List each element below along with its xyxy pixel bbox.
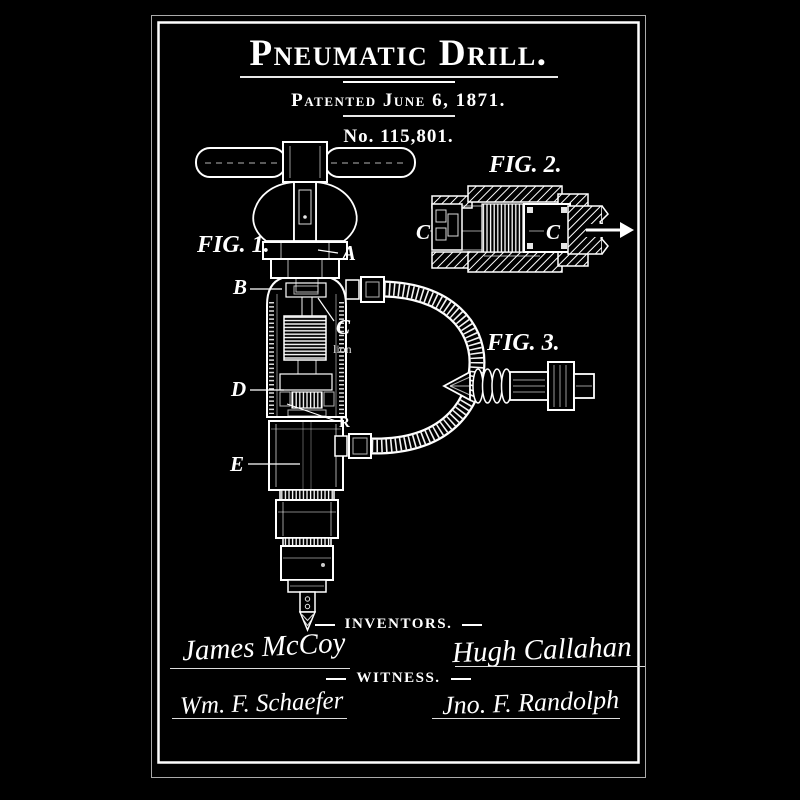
- fig1-part-e: E: [229, 452, 244, 476]
- dash-line: [462, 624, 482, 626]
- fig1-part-r: R: [339, 415, 350, 431]
- fig1-part-a: A: [340, 241, 356, 265]
- page-title: Pneumatic Drill.: [158, 34, 639, 74]
- signature-witness-1: Wm. F. Schaefer: [180, 687, 344, 721]
- direction-arrow: [586, 222, 634, 238]
- title-rule-short: [343, 81, 455, 84]
- fig1-part-c: C: [336, 315, 351, 339]
- fig1-label: FIG. 1.: [196, 232, 270, 258]
- signature-line: [172, 718, 347, 719]
- air-hose: [371, 289, 477, 446]
- feed-nut: [263, 242, 347, 278]
- dash-line: [326, 678, 346, 680]
- inventors-heading-row: INVENTORS.: [158, 616, 639, 633]
- fig1-partial-text: lion: [333, 342, 352, 356]
- signature-line: [455, 666, 645, 667]
- dash-line: [315, 624, 335, 626]
- fig2-label: FIG. 2.: [488, 152, 562, 178]
- figure-2-section-drawing: [430, 186, 634, 272]
- fig2-spring: [482, 204, 524, 252]
- fig1-part-d: D: [230, 377, 246, 401]
- title-rule-long: [240, 76, 558, 78]
- witness-heading: WITNESS.: [356, 670, 440, 687]
- patented-date: Patented June 6, 1871.: [158, 90, 639, 112]
- witness-heading-row: WITNESS.: [158, 670, 639, 687]
- barrel-and-chuck: [269, 421, 343, 630]
- signature-line: [432, 718, 620, 719]
- date-rule: [343, 115, 455, 117]
- dash-line: [451, 678, 471, 680]
- fig2-section-c-left: C: [416, 220, 431, 244]
- inventors-heading: INVENTORS.: [345, 616, 453, 633]
- signature-line: [170, 668, 350, 669]
- fig3-label: FIG. 3.: [486, 330, 560, 356]
- header-block: Pneumatic Drill. Patented June 6, 1871. …: [158, 34, 639, 148]
- fig1-part-b: B: [232, 275, 247, 299]
- t-handle: [196, 142, 415, 241]
- patent-number: No. 115,801.: [158, 126, 639, 148]
- signature-witness-2: Jno. F. Randolph: [442, 685, 620, 721]
- piston-spring: [284, 316, 326, 360]
- fig2-section-c-center: C: [546, 220, 561, 244]
- signature-inventor-2: Hugh Callahan: [451, 631, 632, 670]
